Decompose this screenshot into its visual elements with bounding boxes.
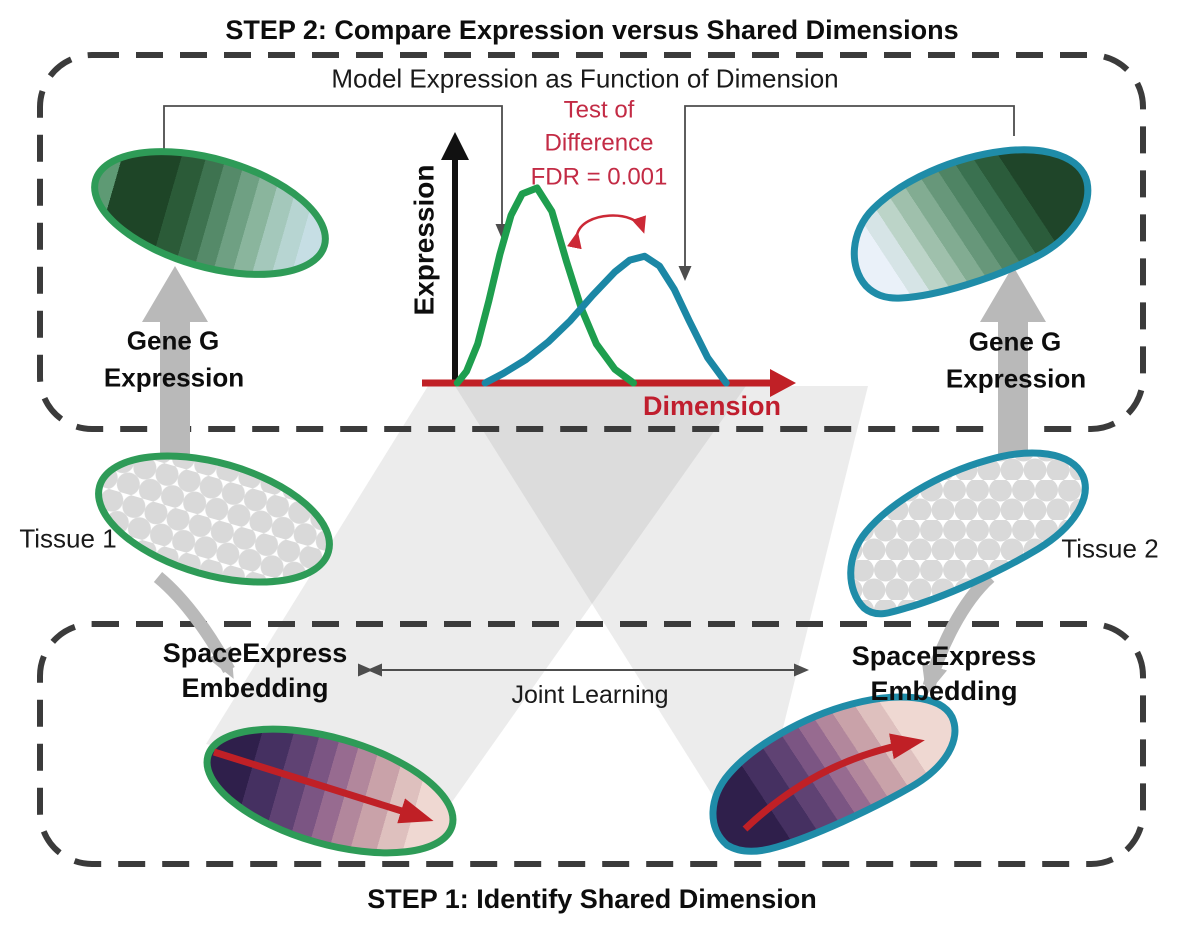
gene-g-right-line1: Gene G xyxy=(968,326,1062,357)
x-axis-label: Dimension xyxy=(642,390,782,421)
test-of-difference-line2: Difference xyxy=(544,129,654,157)
step1-dashed-box xyxy=(37,621,1146,867)
y-axis-label: Expression xyxy=(408,164,440,316)
tissue1-shape xyxy=(95,452,333,586)
gene-g-left-line1: Gene G xyxy=(126,325,220,356)
tissue2-shape xyxy=(847,449,1089,618)
embedding-left-label-line2: Embedding xyxy=(181,672,329,703)
step1-title: STEP 1: Identify Shared Dimension xyxy=(367,883,817,914)
model-subtitle: Model Expression as Function of Dimensio… xyxy=(331,63,839,94)
embedding-right-label-line2: Embedding xyxy=(870,675,1018,706)
gene-expression-up-arrow-left-icon xyxy=(142,266,208,500)
difference-bracket-arrow-icon xyxy=(566,214,646,250)
embedding-left-dimension-arrow-icon xyxy=(212,748,434,824)
projection-beam-right xyxy=(455,386,868,812)
step2-title: STEP 2: Compare Expression versus Shared… xyxy=(225,14,959,45)
embedding-right-label-line1: SpaceExpress xyxy=(851,640,1037,671)
connector-left-tissue-to-curve-icon xyxy=(163,105,509,239)
curved-arrow-tissue2-to-embedding-icon xyxy=(922,572,995,696)
tissue1-label: Tissue 1 xyxy=(19,523,117,554)
tissue2-expression-shape xyxy=(850,146,1092,302)
gene-g-right-line2: Expression xyxy=(945,363,1087,394)
gene-expression-up-arrow-right-icon xyxy=(980,266,1046,462)
step2-dashed-box xyxy=(37,52,1146,432)
y-axis-arrowhead-icon xyxy=(441,132,469,160)
joint-learning-label: Joint Learning xyxy=(511,680,669,709)
tissue2-label: Tissue 2 xyxy=(1061,533,1159,564)
projection-beam-left xyxy=(206,386,746,802)
expression-curve-tissue2 xyxy=(481,252,730,387)
curved-arrow-tissue1-to-embedding-icon xyxy=(153,571,235,679)
tissue1-expression-shape xyxy=(91,148,329,278)
expression-curve-tissue1 xyxy=(453,184,637,387)
embedding-left-label-line1: SpaceExpress xyxy=(162,637,348,668)
embedding-right-dimension-arrow-icon xyxy=(742,733,925,832)
test-of-difference-line3: FDR = 0.001 xyxy=(530,163,668,191)
test-of-difference-line1: Test of xyxy=(563,96,635,124)
x-axis-arrowhead-icon xyxy=(770,369,796,397)
gene-g-left-line2: Expression xyxy=(103,362,245,393)
connector-right-tissue-to-curve-icon xyxy=(678,105,1015,281)
